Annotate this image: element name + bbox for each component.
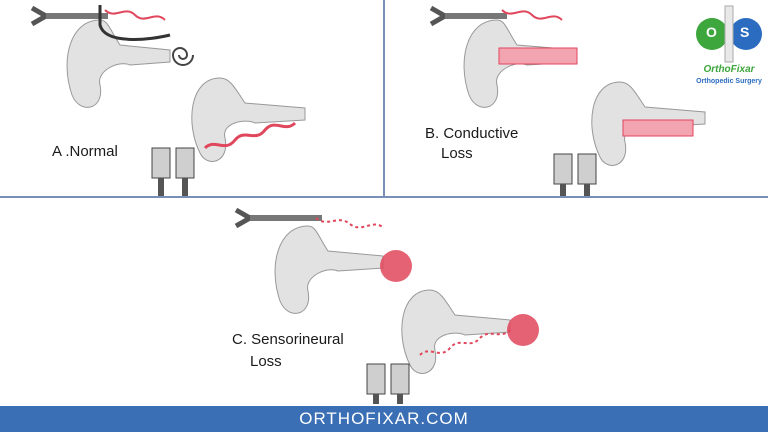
cochlea-icon bbox=[171, 47, 194, 66]
panel-conductive-label-line2: Loss bbox=[441, 145, 473, 162]
logo-name: OrthoFixar bbox=[703, 64, 755, 75]
tuning-fork-icon bbox=[429, 5, 507, 27]
vertical-divider bbox=[383, 0, 385, 198]
logo-letter-right: S bbox=[740, 24, 750, 40]
ear-icon bbox=[591, 81, 706, 166]
ear-icon bbox=[66, 5, 171, 108]
panel-normal: A .Normal bbox=[0, 0, 383, 196]
orthofixar-logo: O S OrthoFixar Orthopedic Surgery bbox=[692, 4, 766, 96]
headphones-icon bbox=[151, 147, 195, 196]
ear-icon bbox=[401, 289, 539, 374]
panel-normal-label: A .Normal bbox=[52, 143, 118, 160]
panel-sensorineural: C. Sensorineural Loss bbox=[0, 198, 768, 406]
panel-sensorineural-label-line2: Loss bbox=[250, 353, 282, 370]
headphones-icon bbox=[553, 153, 597, 196]
logo-subtitle: Orthopedic Surgery bbox=[696, 78, 762, 85]
tuning-fork-icon bbox=[30, 5, 108, 27]
ear-icon bbox=[191, 77, 306, 162]
panel-sensorineural-label-line1: C. Sensorineural bbox=[232, 331, 344, 348]
footer-link[interactable]: ORTHOFIXAR.COM bbox=[299, 409, 469, 428]
ear-icon bbox=[274, 217, 412, 314]
ear-icon bbox=[463, 9, 578, 108]
headphones-icon bbox=[366, 363, 410, 404]
footer-bar: ORTHOFIXAR.COM bbox=[0, 406, 768, 432]
horizontal-divider bbox=[0, 196, 768, 198]
logo-letter-left: O bbox=[706, 24, 717, 40]
panel-conductive-label-line1: B. Conductive bbox=[425, 125, 519, 142]
spine-logo-icon bbox=[696, 5, 762, 63]
tuning-fork-icon bbox=[234, 207, 322, 229]
